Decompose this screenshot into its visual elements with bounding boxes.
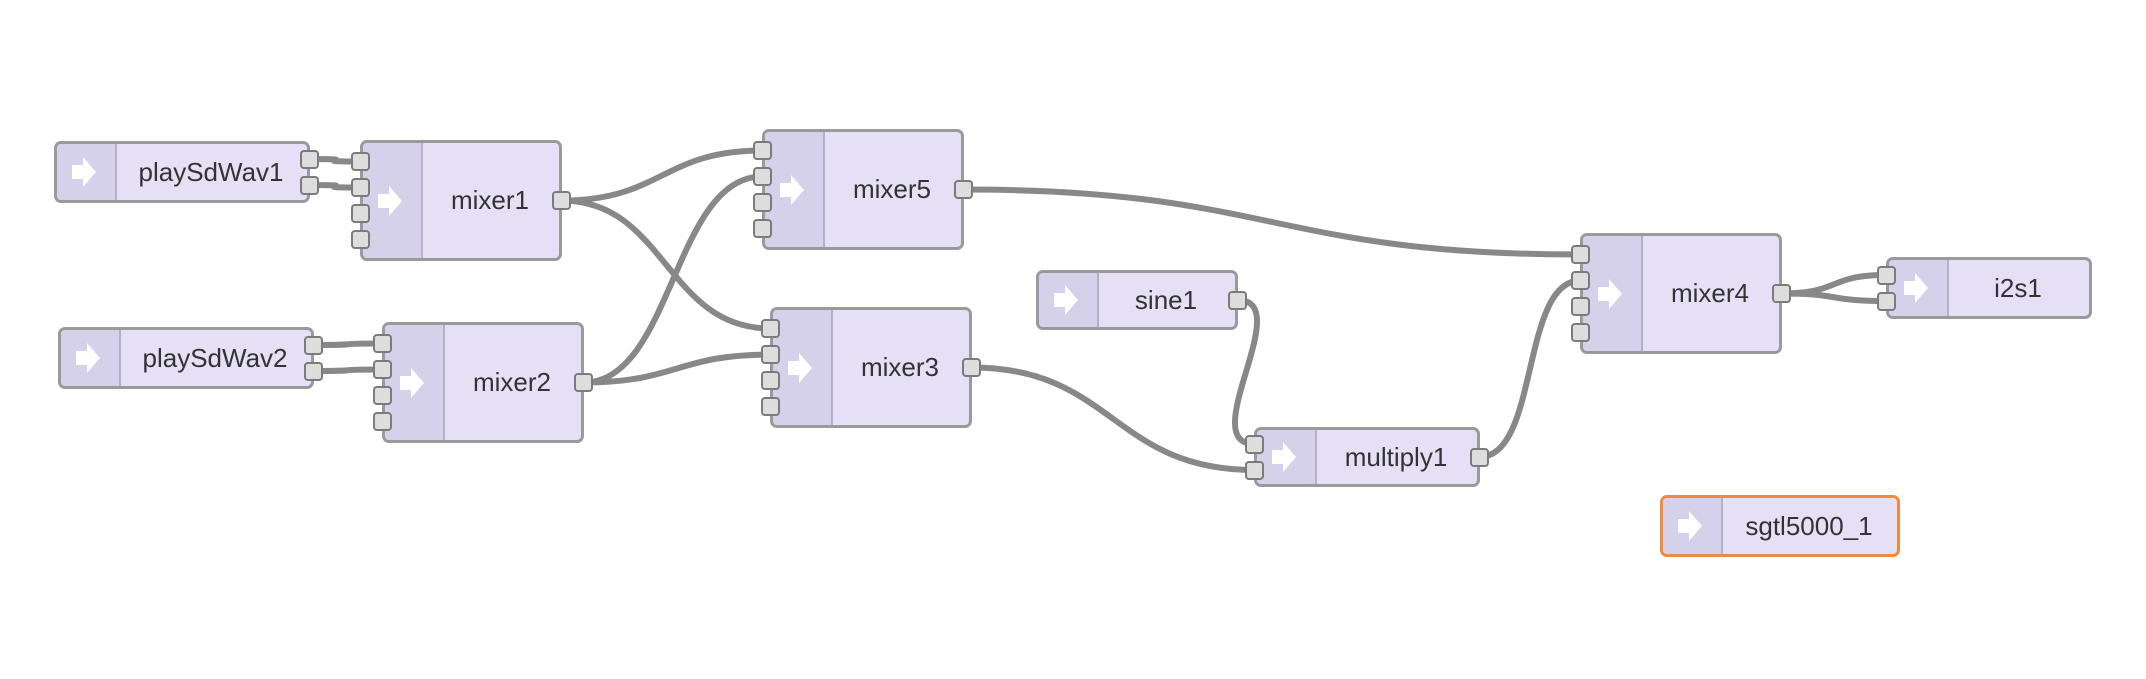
arrow-right-icon <box>376 184 404 218</box>
input-port[interactable] <box>753 193 772 212</box>
input-port[interactable] <box>373 412 392 431</box>
node-icon-box <box>765 132 825 247</box>
input-port[interactable] <box>1571 323 1590 342</box>
wire[interactable] <box>960 186 1584 258</box>
node-icon-box <box>57 144 117 200</box>
arrow-right-icon <box>74 341 102 375</box>
input-port[interactable] <box>761 319 780 338</box>
node-icon-box <box>1039 273 1099 327</box>
node-mixer5[interactable]: mixer5 <box>762 129 964 250</box>
node-playsdwav2[interactable]: playSdWav2 <box>58 327 314 389</box>
input-port[interactable] <box>373 334 392 353</box>
node-sgtl5000-1[interactable]: sgtl5000_1 <box>1660 495 1900 557</box>
node-label: mixer1 <box>450 185 529 215</box>
node-icon-box <box>61 330 121 386</box>
node-label: i2s1 <box>1994 272 2042 303</box>
wire[interactable] <box>1778 290 1890 304</box>
node-label: sgtl5000_1 <box>1745 510 1873 541</box>
output-port[interactable] <box>574 373 593 392</box>
node-i2s1[interactable]: i2s1 <box>1886 257 2092 319</box>
input-port[interactable] <box>351 230 370 249</box>
node-icon-box <box>1889 260 1949 316</box>
input-port[interactable] <box>373 360 392 379</box>
node-label: sine1 <box>1134 284 1198 315</box>
node-sine1[interactable]: sine1 <box>1036 270 1238 330</box>
node-multiply1[interactable]: multiply1 <box>1254 427 1480 487</box>
wire[interactable] <box>306 156 364 165</box>
input-port[interactable] <box>761 371 780 390</box>
node-icon-box <box>385 325 445 440</box>
output-port[interactable] <box>552 191 571 210</box>
wire[interactable] <box>1778 272 1890 297</box>
input-port[interactable] <box>351 204 370 223</box>
node-mixer3[interactable]: mixer3 <box>770 307 972 428</box>
node-label: mixer3 <box>860 352 939 382</box>
node-label: playSdWav2 <box>142 342 288 373</box>
node-mixer2[interactable]: mixer2 <box>382 322 584 443</box>
wire[interactable] <box>306 182 364 191</box>
input-port[interactable] <box>373 386 392 405</box>
wire[interactable] <box>558 147 766 204</box>
arrow-right-icon <box>1902 271 1930 305</box>
arrow-right-icon <box>1270 440 1298 474</box>
wire[interactable] <box>1232 297 1260 447</box>
arrow-right-icon <box>786 351 814 385</box>
arrow-right-icon <box>1052 283 1080 317</box>
node-mixer1[interactable]: mixer1 <box>360 140 562 261</box>
input-port[interactable] <box>1877 291 1896 311</box>
output-port[interactable] <box>300 175 319 195</box>
output-port[interactable] <box>1470 447 1489 467</box>
arrow-right-icon <box>398 366 426 400</box>
node-label: mixer5 <box>852 174 931 204</box>
output-port[interactable] <box>954 180 973 199</box>
input-port[interactable] <box>351 178 370 197</box>
wire[interactable] <box>310 366 386 374</box>
arrow-right-icon <box>778 173 806 207</box>
input-port[interactable] <box>1245 460 1264 480</box>
output-port[interactable] <box>300 149 319 169</box>
input-port[interactable] <box>761 397 780 416</box>
wire[interactable] <box>1476 277 1584 460</box>
wire[interactable] <box>310 340 386 348</box>
output-port[interactable] <box>304 361 323 381</box>
output-port[interactable] <box>304 335 323 355</box>
node-label: playSdWav1 <box>138 156 284 187</box>
node-label: mixer4 <box>1670 278 1749 308</box>
output-port[interactable] <box>1228 290 1247 310</box>
node-icon-box <box>363 143 423 258</box>
arrow-right-icon <box>1596 277 1624 311</box>
node-mixer4[interactable]: mixer4 <box>1580 233 1782 354</box>
arrow-right-icon <box>1676 509 1704 543</box>
arrow-right-icon <box>70 155 98 189</box>
input-port[interactable] <box>1571 245 1590 264</box>
node-icon-box <box>773 310 833 425</box>
input-port[interactable] <box>753 219 772 238</box>
input-port[interactable] <box>1245 434 1264 454</box>
input-port[interactable] <box>1571 297 1590 316</box>
input-port[interactable] <box>753 141 772 160</box>
node-playsdwav1[interactable]: playSdWav1 <box>54 141 310 203</box>
node-label: mixer2 <box>472 367 551 397</box>
node-label: multiply1 <box>1344 441 1448 472</box>
wire[interactable] <box>968 364 1258 473</box>
output-port[interactable] <box>962 358 981 377</box>
input-port[interactable] <box>753 167 772 186</box>
output-port[interactable] <box>1772 284 1791 303</box>
wire[interactable] <box>558 197 774 332</box>
input-port[interactable] <box>761 345 780 364</box>
input-port[interactable] <box>1571 271 1590 290</box>
node-icon-box <box>1257 430 1317 484</box>
input-port[interactable] <box>1877 265 1896 285</box>
wire[interactable] <box>580 173 766 386</box>
wire[interactable] <box>580 351 774 386</box>
node-icon-box <box>1663 498 1723 554</box>
input-port[interactable] <box>351 152 370 171</box>
node-icon-box <box>1583 236 1643 351</box>
